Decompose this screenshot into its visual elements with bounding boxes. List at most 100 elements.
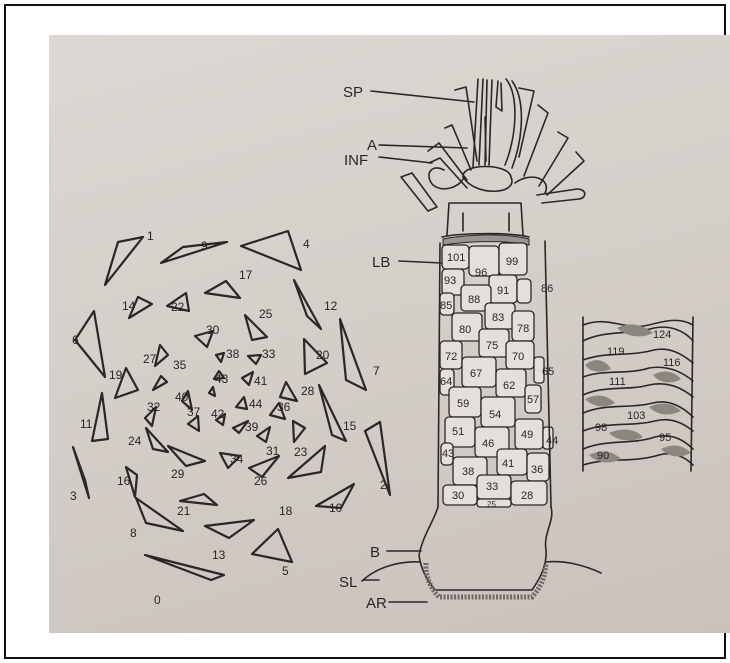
stem-number: 62 [503, 380, 515, 392]
plate-5 [252, 529, 292, 562]
plate-8 [136, 498, 183, 531]
spiral-number: 25 [259, 307, 273, 321]
spiral-number: 15 [343, 419, 357, 433]
spiral-number: 21 [177, 504, 191, 518]
spiral-number: 13 [212, 548, 226, 562]
spiral-number: 6 [72, 333, 79, 347]
plate-35 [153, 376, 167, 390]
stem-number: 91 [497, 285, 509, 297]
stem-number: 80 [459, 324, 471, 336]
stem-number: 67 [470, 368, 482, 380]
spiral-number: 43 [215, 372, 229, 386]
crinoid-diagram: 1 9 4 17 14 22 25 12 6 30 38 33 20 27 35… [49, 35, 730, 633]
spiral-number: 27 [143, 352, 157, 366]
spiral-number: 16 [117, 474, 131, 488]
label-ar: AR [366, 595, 387, 612]
spiral-number: 23 [294, 445, 308, 459]
plate-23 [293, 421, 305, 442]
plate-11 [92, 393, 108, 441]
stem-number: 28 [521, 490, 533, 502]
plate-1 [105, 237, 143, 285]
plate-15 [319, 385, 346, 441]
spiral-number: 19 [109, 368, 123, 382]
stem-number: 64 [440, 376, 452, 388]
stem-detail-inset: 124 119 116 111 103 98 95 90 [583, 317, 693, 471]
sediment-line [362, 562, 601, 581]
plate-38 [216, 353, 224, 362]
spiral-number: 24 [128, 434, 142, 448]
stem-number: 33 [486, 481, 498, 493]
spiral-number: 10 [329, 501, 343, 515]
spiral-number: 34 [230, 452, 244, 466]
label-inf: INF [344, 152, 368, 169]
stem-number: 44 [546, 435, 558, 447]
label-sl: SL [339, 574, 357, 591]
plate-9 [161, 242, 227, 263]
stem-number: 46 [482, 438, 494, 450]
stem-number: 43 [442, 448, 454, 460]
plate-13 [205, 520, 254, 538]
leader-inf [379, 157, 432, 163]
spiral-number: 4 [303, 237, 310, 251]
stem-number: 25 [487, 500, 496, 509]
stem-number: 99 [506, 256, 518, 268]
spiral-number: 44 [249, 397, 263, 411]
spiral-number: 1 [147, 229, 154, 243]
spiral-number: 35 [173, 358, 187, 372]
spiral-number: 29 [171, 467, 185, 481]
stem-number: 75 [486, 340, 498, 352]
leader-a [379, 145, 467, 148]
photographed-page: 1 9 4 17 14 22 25 12 6 30 38 33 20 27 35… [49, 35, 730, 633]
spiral-number: 8 [130, 526, 137, 540]
leader-sp [371, 91, 474, 102]
plate-7 [340, 319, 366, 390]
spiral-number: 40 [175, 390, 189, 404]
right-arm-stub [537, 189, 585, 203]
stem-number: 85 [440, 300, 452, 312]
spiral-number: 30 [206, 323, 220, 337]
detail-number: 95 [659, 432, 671, 444]
figure-frame: 1 9 4 17 14 22 25 12 6 30 38 33 20 27 35… [4, 4, 726, 659]
crown-right-bulb [515, 177, 546, 193]
plate-42-mark [209, 387, 215, 396]
plate-17 [205, 281, 240, 298]
crinoid-illustration: 101 99 96 93 91 88 86 85 83 80 78 75 72 … [362, 79, 601, 597]
stem-number: 49 [521, 429, 533, 441]
spiral-number: 2 [380, 478, 387, 492]
spiral-number: 12 [324, 299, 338, 313]
plate-33 [248, 355, 261, 364]
label-a: A [367, 137, 377, 154]
detail-number: 124 [653, 329, 671, 341]
detail-number: 119 [607, 346, 625, 358]
spiral-number: 37 [187, 405, 201, 419]
spiral-number: 17 [239, 268, 253, 282]
stem-number: 83 [492, 312, 504, 324]
plate-41 [242, 372, 253, 385]
plate-4 [241, 231, 301, 270]
stem-number: 78 [517, 323, 529, 335]
spiral-number: 3 [70, 489, 77, 503]
stem-number: 70 [512, 351, 524, 363]
base-bulb [419, 507, 552, 590]
plate-12 [294, 280, 321, 329]
spiral-number: 42 [211, 407, 225, 421]
spiral-number: 20 [316, 348, 330, 362]
stem-number: 88 [468, 294, 480, 306]
stem-number: 93 [444, 275, 456, 287]
plate-28 [280, 382, 297, 401]
stem-number: 38 [462, 466, 474, 478]
plate-44 [236, 397, 247, 409]
stem-number: 36 [531, 464, 543, 476]
spiral-number: 33 [262, 347, 276, 361]
detail-number: 90 [597, 450, 609, 462]
spiral-number: 41 [254, 374, 268, 388]
plate-24 [146, 428, 168, 452]
leader-lb [399, 261, 442, 263]
plate-31 [257, 427, 270, 442]
plate-6 [75, 311, 105, 377]
spiral-number: 11 [80, 417, 93, 431]
stem-number: 57 [527, 394, 539, 406]
spiral-number: 28 [301, 384, 315, 398]
anchoring-roots [426, 563, 546, 597]
stem-number: 41 [502, 458, 514, 470]
